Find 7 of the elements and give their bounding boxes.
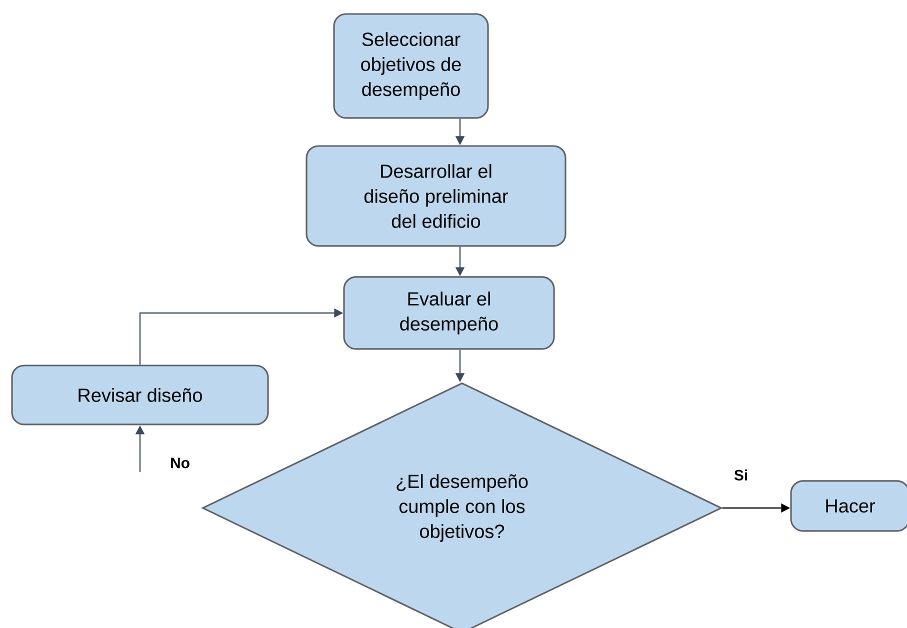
edge-label: No — [171, 458, 190, 468]
process-box: Revisar diseño — [11, 364, 269, 426]
process-box: Seleccionar objetivos de desempeño — [333, 13, 489, 119]
process-box: Desarrollar el diseño preliminar del edificio — [306, 145, 566, 247]
edge-label: Si — [734, 469, 748, 480]
process-box: Hacer — [790, 480, 907, 532]
process-box: Evaluar el desempeño — [343, 276, 555, 350]
